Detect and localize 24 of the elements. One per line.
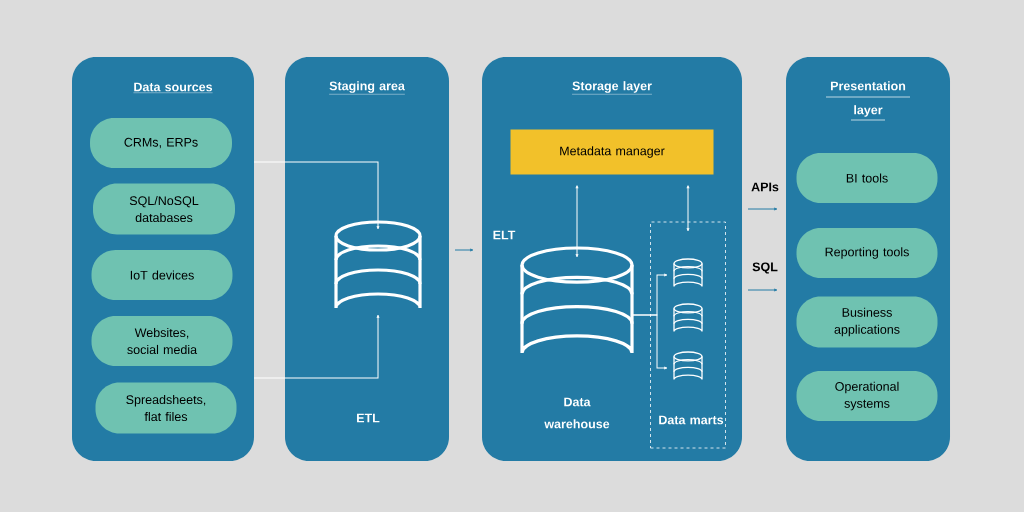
database-icon <box>673 351 703 381</box>
arrow <box>454 248 474 252</box>
edge-label: ELT <box>493 230 516 240</box>
source-pill: BI tools <box>796 153 938 203</box>
database-icon <box>673 303 703 333</box>
source-pill: Reporting tools <box>796 228 938 278</box>
source-pill: CRMs, ERPs <box>90 118 232 168</box>
arrow <box>686 185 690 232</box>
source-pill: Operational systems <box>796 371 938 421</box>
arrow <box>631 314 668 370</box>
etl-label: ETL <box>357 413 380 423</box>
arrow <box>747 288 778 292</box>
database-icon <box>334 220 422 310</box>
dashed-group-box: Data marts <box>650 221 726 449</box>
edge-label: SQL <box>752 262 778 274</box>
manager-box: Metadata manager <box>510 129 714 175</box>
database-icon <box>673 258 703 288</box>
arrow <box>575 185 579 258</box>
arrow <box>253 161 380 230</box>
arrow <box>253 314 380 379</box>
source-pill: Websites, social media <box>91 316 233 366</box>
edge-label: APIs <box>751 182 779 192</box>
source-pill: IoT devices <box>91 250 233 300</box>
arrow <box>747 207 778 211</box>
